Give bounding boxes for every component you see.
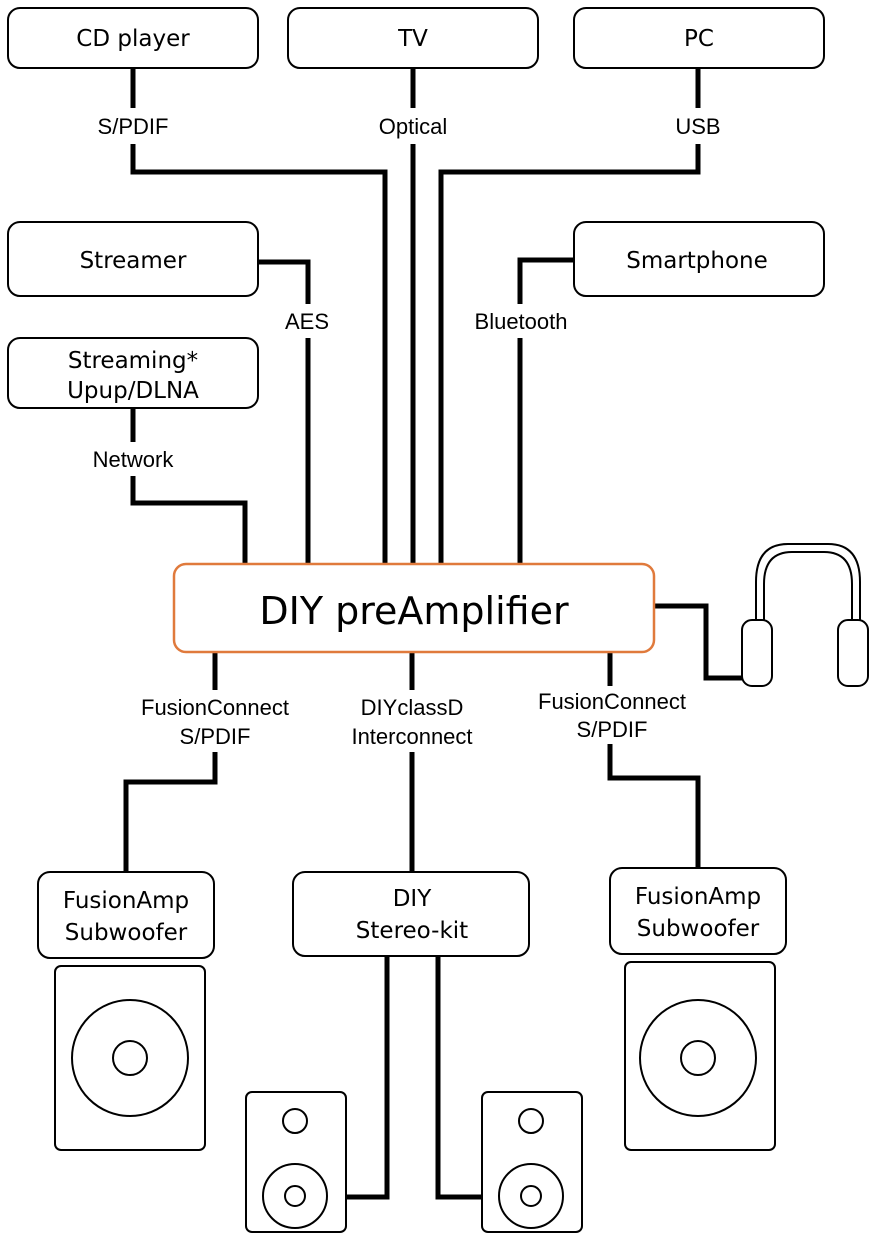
node-left-sub-label-2: Subwoofer (65, 920, 188, 946)
label-aes: AES (285, 309, 329, 334)
node-streaming-label-2: Upup/DLNA (67, 378, 199, 404)
node-tv-label: TV (397, 26, 428, 52)
node-right-sub-label-1: FusionAmp (635, 884, 761, 910)
node-right-subwoofer: FusionAmp Subwoofer (609, 867, 787, 955)
output-nodes: FusionAmp Subwoofer DIY Stereo-kit Fusio… (37, 867, 787, 959)
wire-streaming (130, 408, 248, 564)
node-pc: PC (573, 7, 825, 69)
label-left-conn-2: S/PDIF (180, 724, 251, 749)
label-usb: USB (675, 114, 720, 139)
label-center-conn-1: DIYclassD (361, 695, 464, 720)
node-streaming: Streaming* Upup/DLNA (7, 337, 259, 409)
headphones-icon (741, 543, 869, 687)
bookshelf-speaker-icon (245, 1091, 347, 1233)
wire-headphones (654, 603, 745, 681)
subwoofer-speaker-icon (624, 961, 776, 1151)
wire-streamer (258, 259, 311, 564)
label-center-conn-2: Interconnect (351, 724, 472, 749)
label-bluetooth: Bluetooth (475, 309, 568, 334)
bookshelf-speaker-icon (481, 1091, 583, 1233)
node-right-sub-label-2: Subwoofer (637, 916, 760, 942)
label-right-conn-2: S/PDIF (577, 717, 648, 742)
wire-smartphone (517, 257, 574, 564)
label-spdif-cd: S/PDIF (98, 114, 169, 139)
connection-labels: S/PDIF Optical USB AES Bluetooth Network… (76, 108, 734, 752)
subwoofer-speaker-icon (54, 965, 206, 1151)
preamplifier-title: DIY preAmplifier (259, 589, 569, 633)
node-smartphone-label: Smartphone (626, 248, 768, 274)
wire-left-sub (123, 652, 218, 872)
node-streamer: Streamer (7, 221, 259, 297)
label-left-conn-1: FusionConnect (141, 695, 289, 720)
node-pc-label: PC (684, 26, 714, 52)
node-streaming-label-1: Streaming* (68, 348, 198, 374)
node-smartphone: Smartphone (573, 221, 825, 297)
label-optical: Optical (379, 114, 447, 139)
preamplifier-box (172, 562, 656, 654)
node-tv: TV (287, 7, 539, 69)
label-right-conn-1: FusionConnect (538, 689, 686, 714)
label-network: Network (93, 447, 175, 472)
source-nodes: CD player TV PC Streamer Smartphone Stre… (7, 7, 825, 409)
wire-right-speaker (435, 955, 482, 1200)
node-stereo-kit-label-2: Stereo-kit (356, 918, 468, 944)
node-left-subwoofer: FusionAmp Subwoofer (37, 871, 215, 959)
node-stereo-kit-label-1: DIY (393, 886, 432, 912)
node-cd-player: CD player (7, 7, 259, 69)
node-preamplifier: DIY preAmplifier (172, 562, 656, 654)
wire-right-sub (607, 652, 701, 868)
node-cd-player-label: CD player (76, 26, 190, 52)
node-left-sub-label-1: FusionAmp (63, 888, 189, 914)
node-streamer-label: Streamer (80, 248, 187, 274)
node-stereo-kit: DIY Stereo-kit (292, 871, 530, 957)
wire-left-speaker (346, 955, 390, 1200)
